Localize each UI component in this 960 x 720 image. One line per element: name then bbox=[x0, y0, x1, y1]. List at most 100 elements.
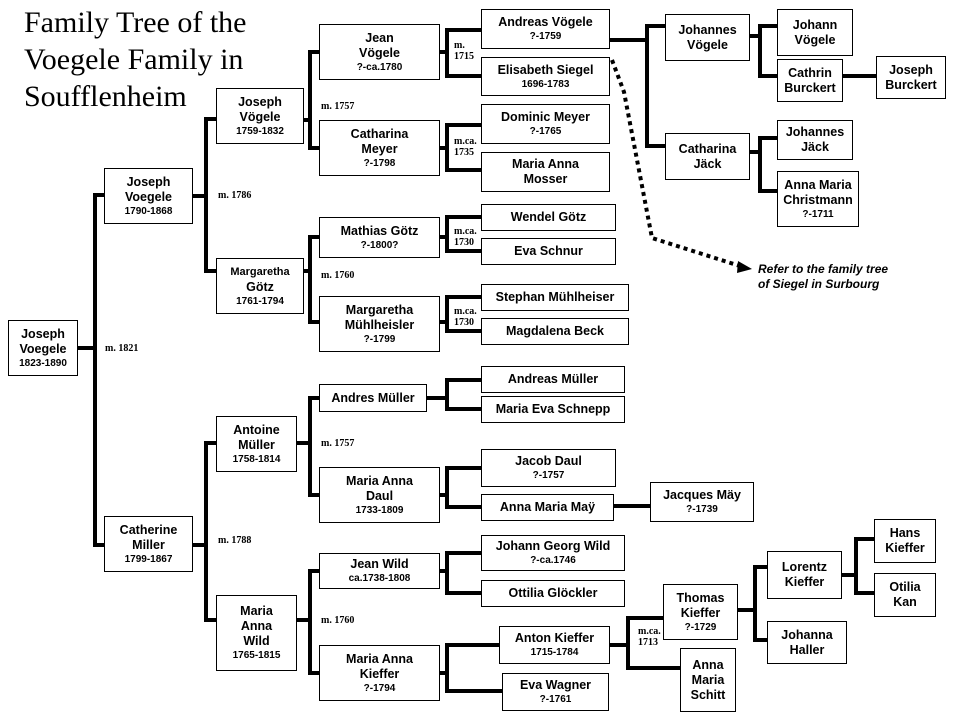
person-name: Haller bbox=[789, 642, 825, 657]
person-name: Maria Anna bbox=[346, 473, 413, 488]
person-name: Kieffer bbox=[885, 541, 925, 555]
person-dates: 1761-1794 bbox=[236, 295, 284, 307]
person-box-eva-wagner: Eva Wagner ?-1761 bbox=[502, 673, 609, 711]
person-dates: ?-ca.1746 bbox=[530, 555, 576, 566]
person-box-joseph-voegele-1823: Joseph Voegele 1823-1890 bbox=[8, 320, 78, 376]
person-box-anna-maria-christmann: Anna Maria Christmann ?-1711 bbox=[777, 171, 859, 227]
person-name: Joseph bbox=[126, 174, 171, 189]
person-dates: ?-1765 bbox=[529, 126, 562, 137]
person-name: Cathrin bbox=[788, 65, 832, 80]
person-name: Jacob Daul bbox=[515, 454, 582, 468]
person-name: Joseph bbox=[889, 62, 933, 77]
person-name: Magdalena Beck bbox=[506, 324, 604, 338]
person-name: Johann bbox=[792, 17, 838, 32]
person-name: Otilia bbox=[889, 580, 921, 594]
marriage-label-line: 1715 bbox=[454, 51, 474, 62]
person-name: Anna Maria bbox=[784, 177, 852, 192]
person-name: Stephan Mühlheiser bbox=[495, 290, 615, 304]
person-name: Anton Kieffer bbox=[514, 631, 595, 645]
person-name: Eva Wagner bbox=[519, 678, 592, 692]
reference-note-line-2: of Siegel in Surbourg bbox=[758, 277, 880, 291]
person-name: Joseph bbox=[238, 94, 282, 109]
marriage-label: m.ca. 1730 bbox=[454, 306, 477, 328]
marriage-label: m. 1821 bbox=[105, 343, 139, 354]
person-dates: 1799-1867 bbox=[124, 553, 173, 565]
person-box-margaretha-muhlheisler: Margaretha Mühlheisler ?-1799 bbox=[319, 296, 440, 352]
person-name: Müller bbox=[238, 437, 275, 452]
person-box-elisabeth-siegel: Elisabeth Siegel 1696-1783 bbox=[481, 57, 610, 96]
person-name: Kieffer bbox=[784, 575, 825, 589]
marriage-label: m. 1760 bbox=[321, 615, 355, 626]
title-line-1: Family Tree of the bbox=[24, 6, 247, 39]
person-box-otilia-kan: Otilia Kan bbox=[874, 573, 936, 617]
person-name: Meyer bbox=[361, 141, 398, 156]
person-dates: ?-1759 bbox=[529, 31, 562, 42]
person-name: Kieffer bbox=[680, 605, 721, 620]
marriage-label-line: 1713 bbox=[638, 637, 658, 648]
person-name: Mathias Götz bbox=[340, 223, 419, 238]
person-box-maria-anna-daul: Maria Anna Daul 1733-1809 bbox=[319, 467, 440, 523]
reference-arrow bbox=[610, 59, 741, 268]
person-box-mathias-gotz: Mathias Götz ?-1800? bbox=[319, 217, 440, 258]
person-name: Vögele bbox=[239, 109, 281, 124]
person-dates: ?-1711 bbox=[802, 208, 834, 220]
person-name: Götz bbox=[246, 279, 274, 294]
person-dates: ?-1739 bbox=[686, 504, 718, 515]
person-name: Anna bbox=[240, 619, 273, 633]
person-box-hans-kieffer: Hans Kieffer bbox=[874, 519, 936, 563]
person-name: Maria Eva Schnepp bbox=[495, 402, 611, 416]
reference-note: Refer to the family tree of Siegel in Su… bbox=[758, 262, 888, 292]
person-box-anton-kieffer: Anton Kieffer 1715-1784 bbox=[499, 626, 610, 664]
marriage-label: m.ca. 1735 bbox=[454, 136, 477, 158]
marriage-label-line: m. bbox=[454, 40, 465, 51]
person-box-thomas-kieffer: Thomas Kieffer ?-1729 bbox=[663, 584, 738, 640]
marriage-label-line: 1730 bbox=[454, 237, 474, 248]
person-box-andreas-vogele: Andreas Vögele ?-1759 bbox=[481, 9, 610, 49]
person-box-catherine-miller: Catherine Miller 1799-1867 bbox=[104, 516, 193, 572]
person-name: Anna bbox=[692, 657, 724, 672]
marriage-label: m. 1788 bbox=[218, 535, 252, 546]
person-name: Mühlheisler bbox=[344, 317, 415, 332]
person-name: Voegele bbox=[124, 189, 172, 204]
person-name: Kieffer bbox=[359, 666, 400, 681]
person-dates: ?-1729 bbox=[684, 621, 717, 633]
person-box-dominic-meyer: Dominic Meyer ?-1765 bbox=[481, 104, 610, 144]
person-box-maria-anna-mosser: Maria Anna Mosser bbox=[481, 152, 610, 192]
person-box-jean-wild: Jean Wild ca.1738-1808 bbox=[319, 553, 440, 589]
person-name: Johann Georg Wild bbox=[495, 539, 611, 553]
marriage-label-line: m.ca. bbox=[454, 306, 477, 317]
reference-note-line-1: Refer to the family tree bbox=[758, 262, 889, 276]
person-name: Wild bbox=[243, 634, 270, 648]
person-name: Schitt bbox=[690, 687, 726, 702]
person-name: Catharina bbox=[678, 141, 737, 156]
marriage-label: m. 1715 bbox=[454, 40, 474, 62]
person-name: Burckert bbox=[784, 80, 836, 95]
person-name: Johannes bbox=[785, 125, 845, 139]
person-box-maria-eva-schnepp: Maria Eva Schnepp bbox=[481, 396, 625, 423]
person-box-jacques-may: Jacques Mäy ?-1739 bbox=[650, 482, 754, 522]
marriage-label-line: m.ca. bbox=[638, 626, 661, 637]
person-name: Margaretha bbox=[230, 265, 290, 278]
marriage-label-line: 1735 bbox=[454, 147, 474, 158]
person-dates: 1765-1815 bbox=[232, 650, 281, 661]
person-box-johanna-haller: Johanna Haller bbox=[767, 621, 847, 664]
person-box-anna-maria-may: Anna Maria Maÿ bbox=[481, 494, 614, 521]
person-dates: ?-1799 bbox=[363, 333, 396, 345]
person-name: Vögele bbox=[794, 32, 836, 47]
person-name: Johanna bbox=[781, 627, 833, 642]
person-name: Ottilia Glöckler bbox=[508, 586, 598, 600]
person-box-maria-anna-wild: Maria Anna Wild 1765-1815 bbox=[216, 595, 297, 671]
person-name: Jean Wild bbox=[350, 557, 409, 571]
person-dates: 1790-1868 bbox=[124, 205, 173, 217]
person-name: Eva Schnur bbox=[514, 244, 583, 258]
person-name: Anna Maria Maÿ bbox=[499, 500, 596, 514]
person-box-johann-georg-wild: Johann Georg Wild ?-ca.1746 bbox=[481, 535, 625, 571]
person-name: Andres Müller bbox=[331, 390, 415, 405]
person-dates: ?-1757 bbox=[532, 470, 565, 481]
person-name: Hans bbox=[889, 526, 921, 540]
person-box-joseph-burckert: Joseph Burckert bbox=[876, 56, 946, 99]
person-dates: ?-1761 bbox=[539, 694, 572, 705]
person-dates: ?-1798 bbox=[363, 157, 396, 169]
person-name: Maria Anna bbox=[512, 157, 579, 171]
person-box-andres-muller: Andres Müller bbox=[319, 384, 427, 412]
